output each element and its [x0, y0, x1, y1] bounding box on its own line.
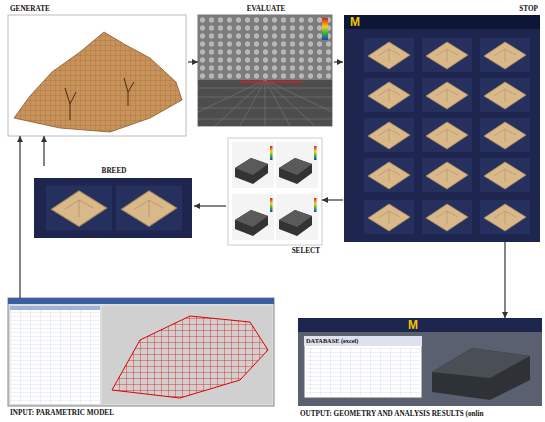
panel-label: EVALUATE — [198, 4, 334, 14]
panel: BREED — [34, 166, 194, 238]
select-image — [228, 138, 322, 245]
terrain-block — [432, 348, 530, 400]
panel-label: BREED — [34, 166, 194, 176]
flow-arrow — [194, 205, 226, 206]
spreadsheet — [10, 306, 100, 404]
thumbnail — [422, 78, 472, 112]
output-image — [298, 318, 542, 406]
thumbnail — [364, 78, 414, 112]
thumbnail — [480, 200, 530, 234]
thumbnail — [364, 38, 414, 72]
spreadsheet-header — [10, 306, 100, 310]
panel-label: SELECT — [226, 246, 322, 256]
panel: INPUT: PARAMETRIC MODEL — [8, 298, 276, 418]
thumbnail — [232, 194, 274, 240]
panel-label: GENERATE — [8, 4, 188, 14]
red-wire-mesh — [112, 316, 268, 398]
panel: OUTPUT: GEOMETRY AND ANALYSIS RESULTS (o… — [298, 318, 541, 419]
panel-label: OUTPUT: GEOMETRY AND ANALYSIS RESULTS (o… — [298, 409, 541, 419]
logo-letter: M — [350, 16, 360, 29]
panel-label: STOP — [343, 4, 540, 14]
panel-frame — [298, 318, 542, 406]
thumbnail — [116, 186, 182, 231]
panel-label: INPUT: PARAMETRIC MODEL — [8, 408, 276, 418]
thumbnail — [276, 142, 318, 188]
thumbnail — [480, 78, 530, 112]
panel: EVALUATE — [198, 4, 334, 126]
panel-frame — [228, 138, 322, 245]
panel-frame — [344, 15, 540, 242]
top-bar — [298, 318, 542, 332]
panel: DATABASE (excel) — [304, 336, 424, 398]
thumbnail — [422, 200, 472, 234]
thumbnail — [480, 118, 530, 152]
thumbnail — [46, 186, 112, 231]
tree-lines — [65, 78, 134, 120]
flow-arrow — [504, 242, 505, 318]
panel: GENERATE — [8, 4, 188, 136]
terrain-surface — [14, 32, 182, 132]
panel: STOP — [343, 4, 540, 242]
evaluate-image — [198, 15, 332, 126]
panel-frame — [8, 15, 186, 136]
pebble-wall — [198, 15, 332, 126]
breed-image — [34, 178, 192, 238]
thumbnail — [364, 158, 414, 192]
generate-image — [8, 15, 186, 136]
thumbnail — [422, 118, 472, 152]
panel: SELECT — [226, 138, 322, 256]
stop-image — [344, 15, 540, 242]
thumbnail — [364, 118, 414, 152]
panel-label: DATABASE (excel) — [304, 336, 424, 346]
red-line — [240, 81, 302, 83]
title-bar — [8, 298, 274, 304]
color-bar — [322, 18, 328, 40]
floor — [198, 80, 332, 126]
panel-frame — [34, 178, 192, 238]
thumbnail — [480, 38, 530, 72]
flow-arrow — [322, 199, 343, 200]
thumbnail — [422, 38, 472, 72]
viewport — [102, 306, 272, 404]
database-grid — [306, 348, 420, 396]
spreadsheet-grid — [10, 306, 100, 404]
flow-arrow — [188, 61, 198, 62]
flow-arrow — [19, 136, 20, 298]
thumbnail — [422, 158, 472, 192]
thumbnail — [364, 200, 414, 234]
thumbnail — [480, 158, 530, 192]
thumbnail — [276, 194, 318, 240]
thumbnail — [232, 142, 274, 188]
input-image — [8, 298, 274, 406]
flow-arrow — [43, 136, 44, 166]
database-window — [304, 336, 422, 398]
top-bar — [344, 15, 540, 29]
flow-arrow — [334, 61, 343, 62]
logo-letter: M — [408, 319, 418, 332]
terrain-top — [432, 348, 530, 378]
terrain-mesh — [14, 32, 182, 132]
window-frame — [8, 298, 274, 406]
floor-grid — [198, 80, 332, 126]
